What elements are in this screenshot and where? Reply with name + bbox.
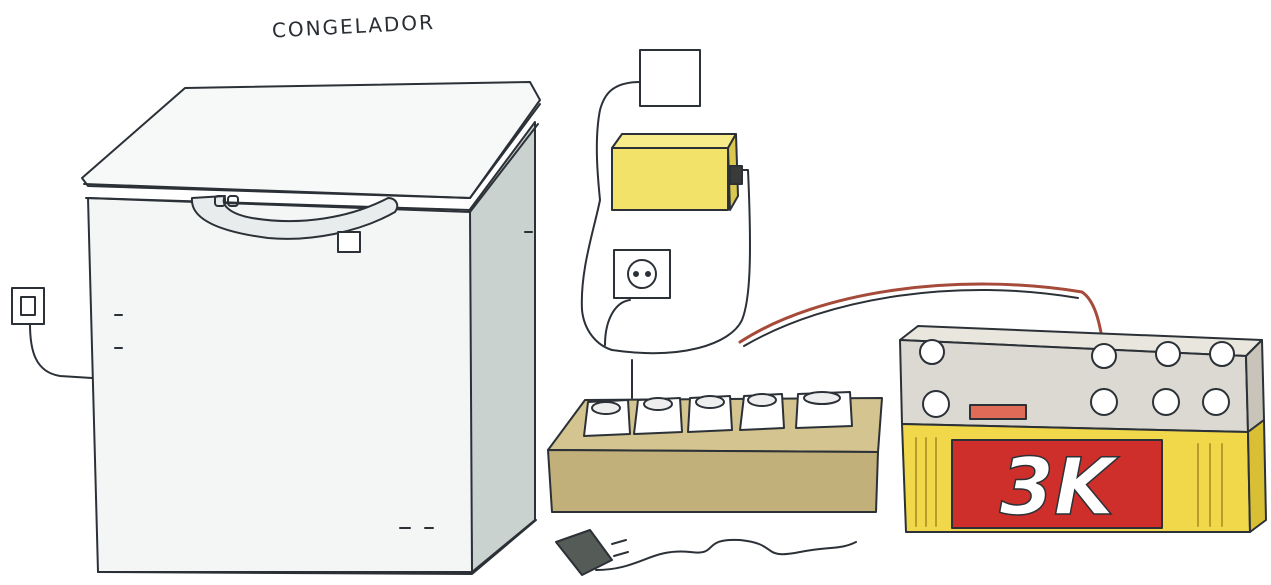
wall-switch bbox=[12, 288, 92, 378]
wall-outlet bbox=[614, 250, 670, 298]
phone-charger bbox=[556, 530, 856, 575]
socket-block bbox=[548, 360, 882, 512]
battery-brand-label: 3K bbox=[1000, 443, 1120, 533]
inverter-box bbox=[612, 134, 742, 210]
freezer bbox=[82, 82, 540, 574]
